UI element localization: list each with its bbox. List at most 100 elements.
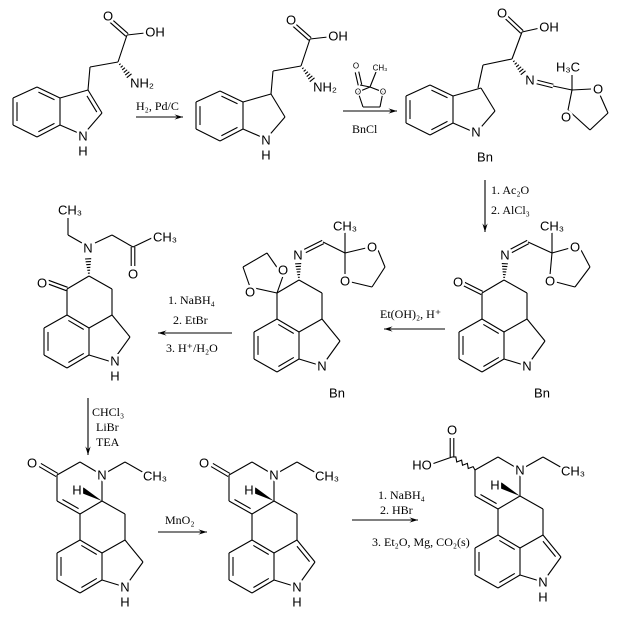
bond	[234, 499, 251, 510]
bond	[111, 314, 131, 338]
reagent-atom-label: O	[355, 88, 361, 97]
bond	[228, 461, 253, 476]
bond	[195, 128, 221, 142]
bond	[40, 462, 59, 474]
reagent-step3-1: 1. Ac₂O	[491, 183, 530, 197]
bond	[344, 247, 367, 254]
bond	[475, 110, 496, 134]
atom-label: Bn	[534, 386, 550, 401]
arrow-head	[482, 223, 488, 232]
bond	[124, 461, 147, 475]
bond	[537, 79, 554, 85]
atom-label: O	[561, 110, 571, 125]
atom-label: O	[340, 274, 350, 289]
bond	[278, 356, 295, 367]
atom-label: O	[497, 6, 507, 21]
bond	[300, 38, 311, 67]
atom-label: N	[261, 133, 270, 148]
bond	[66, 275, 90, 290]
wavy-bond	[451, 456, 476, 471]
bond	[503, 16, 522, 34]
bond	[321, 318, 341, 342]
bond	[405, 84, 431, 97]
bond	[357, 91, 364, 108]
bond	[405, 122, 431, 136]
bond	[458, 318, 483, 333]
bond	[480, 494, 497, 505]
bond	[305, 243, 325, 254]
bond	[552, 85, 573, 91]
atom-label: N	[292, 580, 301, 595]
atom-label: N	[78, 129, 87, 144]
hashed-wedge-bond	[307, 75, 313, 80]
hashed-wedge-bond	[306, 73, 311, 77]
reagent-step8-2: 2. HBr	[380, 503, 413, 517]
bond	[12, 124, 38, 138]
bond	[38, 122, 55, 133]
atom-label: CH₃	[153, 230, 177, 245]
bond	[48, 279, 68, 288]
bond	[549, 252, 553, 276]
bond	[124, 561, 144, 588]
bond	[273, 579, 298, 588]
atom-label: O	[27, 456, 37, 471]
atom-label: N	[522, 359, 531, 374]
bond	[354, 72, 359, 86]
bond	[242, 266, 251, 288]
bond	[296, 539, 316, 563]
hashed-wedge-bond	[304, 71, 309, 75]
atom-label: O	[199, 456, 209, 471]
atom-label: OH	[328, 29, 348, 44]
bond	[521, 27, 541, 33]
bond	[359, 84, 371, 88]
bond	[228, 579, 253, 594]
bond	[358, 71, 363, 85]
bond	[483, 323, 500, 335]
bond	[526, 340, 546, 367]
bond	[519, 456, 544, 471]
hashed-wedge-bond	[309, 77, 315, 83]
bond	[88, 275, 113, 290]
bond	[462, 285, 482, 296]
atom-label: O	[286, 13, 296, 28]
bond	[253, 318, 278, 333]
hashed-wedge-bond	[303, 69, 307, 72]
bond	[519, 534, 544, 549]
hashed-wedge-bond	[515, 64, 520, 68]
bond	[66, 314, 90, 329]
bond	[68, 319, 85, 331]
bond	[480, 87, 496, 112]
atom-label: O	[128, 267, 138, 282]
atom-label: H	[292, 595, 301, 610]
bond	[219, 128, 244, 142]
bond	[88, 354, 113, 363]
arrow-head	[85, 446, 91, 455]
bond	[377, 249, 386, 268]
atom-label: O	[103, 9, 113, 24]
bond	[357, 86, 371, 93]
bond	[474, 456, 499, 471]
bond	[81, 577, 98, 588]
atom-label: H₃C	[556, 60, 580, 75]
reagent-step8-1: 1. NaBH₄	[378, 488, 425, 502]
bond	[253, 358, 278, 373]
bond	[249, 286, 278, 294]
bond	[298, 279, 323, 294]
bond	[126, 32, 146, 36]
arrow-head	[409, 517, 418, 523]
bond	[87, 89, 103, 114]
atom-label: H	[490, 478, 499, 493]
bond	[296, 545, 310, 562]
atom-label: O	[545, 274, 555, 289]
bond	[526, 318, 546, 342]
bond	[519, 495, 544, 510]
bond	[296, 461, 319, 475]
atom-label: N	[83, 241, 92, 256]
bond	[251, 500, 275, 515]
bond	[551, 247, 571, 254]
bond	[542, 556, 562, 583]
hashed-wedge-bond	[301, 67, 304, 70]
wedge-bond	[498, 482, 520, 496]
bond	[12, 86, 38, 99]
bond	[278, 323, 295, 335]
